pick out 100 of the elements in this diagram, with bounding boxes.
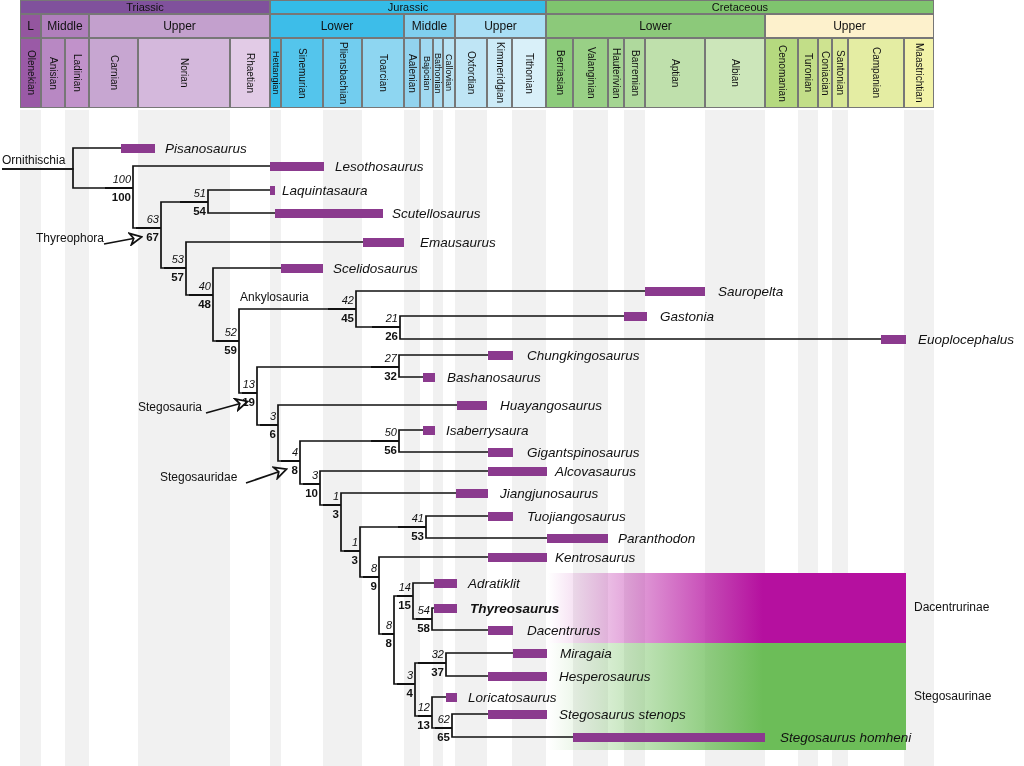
support-value: 57 bbox=[171, 271, 184, 284]
tree-branch bbox=[431, 696, 447, 717]
tree-branch bbox=[378, 556, 489, 578]
arrow bbox=[103, 232, 143, 246]
support-value: 1 bbox=[351, 536, 358, 549]
taxon-name: Dacentrurus bbox=[527, 622, 601, 640]
support-value: 40 bbox=[198, 280, 211, 293]
support-value: 56 bbox=[384, 444, 397, 457]
taxon-name: Sauropelta bbox=[718, 283, 784, 301]
stage-cell: Rhaetian bbox=[230, 38, 270, 108]
support-value: 65 bbox=[437, 731, 450, 744]
tree-branch bbox=[399, 315, 625, 328]
clade-name: Dacentrurinae bbox=[914, 600, 990, 615]
stage-cell: Callovian bbox=[443, 38, 455, 108]
epoch-cell: Lower bbox=[546, 14, 765, 38]
taxon-name: Gigantspinosaurus bbox=[527, 444, 640, 462]
epoch-cell: Upper bbox=[89, 14, 270, 38]
taxon-name: Kentrosaurus bbox=[555, 549, 636, 567]
support-value: 32 bbox=[384, 370, 397, 383]
tree-branch bbox=[451, 727, 574, 738]
period-cell: Cretaceous bbox=[546, 0, 934, 14]
tree-branch bbox=[238, 340, 243, 394]
tree-branch bbox=[256, 366, 372, 394]
arrow bbox=[245, 466, 288, 484]
taxon-name: Adratiklit bbox=[468, 575, 520, 593]
arrow bbox=[205, 398, 249, 414]
taxon-name: Isaberrysaura bbox=[446, 422, 529, 440]
support-value: 3 bbox=[269, 410, 276, 423]
support-value: 59 bbox=[224, 344, 237, 357]
clade-name: Stegosauridae bbox=[160, 470, 246, 485]
tree-branch bbox=[445, 662, 489, 677]
taxon-name: Euoplocephalus bbox=[918, 331, 1015, 349]
support-value: 8 bbox=[385, 619, 392, 632]
stage-cell: Cenomanian bbox=[765, 38, 798, 108]
stage-cell: Aalenian bbox=[404, 38, 420, 108]
support-value: 37 bbox=[431, 666, 444, 679]
tree-branch bbox=[132, 165, 271, 189]
tree-branch bbox=[393, 633, 398, 685]
epoch-cell: Middle bbox=[404, 14, 455, 38]
tree-branch bbox=[277, 404, 458, 426]
stage-cell: Albian bbox=[705, 38, 765, 108]
support-value: 26 bbox=[385, 330, 398, 343]
tree-branch bbox=[207, 201, 276, 214]
tree-branch bbox=[431, 607, 435, 620]
support-value: 27 bbox=[384, 352, 397, 365]
support-value: 8 bbox=[385, 637, 392, 650]
stage-cell: Valanginian bbox=[573, 38, 608, 108]
tree-branch bbox=[277, 424, 282, 462]
support-value: 53 bbox=[171, 253, 184, 266]
stage-cell: Berriasian bbox=[546, 38, 573, 108]
support-value: 32 bbox=[431, 648, 444, 661]
taxon-name: Miragaia bbox=[560, 645, 612, 663]
support-value: 4 bbox=[406, 687, 413, 700]
support-value: 13 bbox=[242, 378, 255, 391]
tree-branch bbox=[319, 483, 324, 506]
support-value: 53 bbox=[411, 530, 424, 543]
taxon-name: Scelidosaurus bbox=[333, 260, 418, 278]
tree-branch bbox=[451, 713, 489, 729]
clade-name: Ankylosauria bbox=[240, 290, 309, 305]
tree-branch bbox=[398, 440, 489, 453]
tree-branch bbox=[212, 267, 282, 296]
tree-branch bbox=[398, 429, 424, 442]
taxon-name: Laquintasaura bbox=[282, 182, 368, 200]
support-value: 15 bbox=[398, 599, 411, 612]
tree-branch bbox=[425, 526, 548, 539]
tree-branch bbox=[185, 241, 364, 269]
taxon-name: Hesperosaurus bbox=[559, 668, 651, 686]
clade-name: Thyreophora bbox=[36, 231, 104, 246]
epoch-cell: Upper bbox=[765, 14, 934, 38]
tree-branch bbox=[425, 515, 489, 528]
tree-branch bbox=[359, 550, 364, 578]
tree-branch bbox=[319, 470, 489, 485]
epoch-cell: L bbox=[20, 14, 41, 38]
taxon-name: Alcovasaurus bbox=[555, 463, 637, 481]
support-value: 51 bbox=[193, 187, 206, 200]
tree-branch bbox=[412, 595, 417, 620]
epoch-cell: Middle bbox=[41, 14, 89, 38]
tree-branch bbox=[431, 618, 489, 631]
tree-branch bbox=[445, 652, 514, 664]
support-value: 100 bbox=[111, 191, 131, 204]
tree-branch bbox=[378, 576, 383, 635]
taxon-name: Scutellosaurus bbox=[392, 205, 481, 223]
support-value: 42 bbox=[341, 294, 354, 307]
support-value: 14 bbox=[398, 581, 411, 594]
taxon-name: Chungkingosaurus bbox=[527, 347, 640, 365]
taxon-name: Jiangjunosaurus bbox=[500, 485, 599, 503]
support-value: 3 bbox=[406, 669, 413, 682]
stage-cell: Maastrichtian bbox=[904, 38, 934, 108]
tree-branch bbox=[299, 440, 372, 462]
tree-branch bbox=[412, 582, 435, 597]
stage-cell: Kimmeridgian bbox=[487, 38, 512, 108]
support-value: 3 bbox=[311, 469, 318, 482]
clade-name: Ornithischia bbox=[2, 153, 68, 169]
support-value: 3 bbox=[351, 554, 358, 567]
stage-cell: Santonian bbox=[832, 38, 848, 108]
taxon-name: Pisanosaurus bbox=[165, 140, 247, 158]
taxon-name: Thyreosaurus bbox=[470, 600, 560, 618]
tree-branch bbox=[398, 366, 424, 378]
support-value: 58 bbox=[417, 622, 430, 635]
stage-cell: Coniacian bbox=[818, 38, 832, 108]
